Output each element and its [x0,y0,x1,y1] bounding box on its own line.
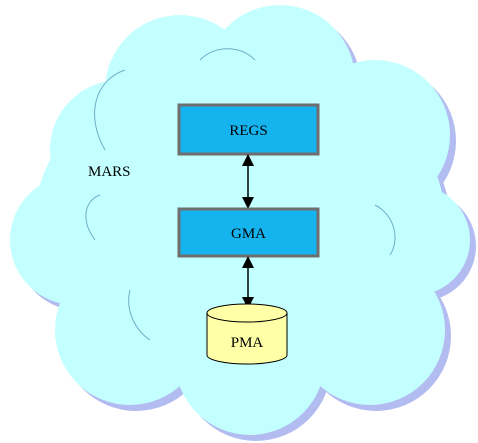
gma-label: GMA [231,226,266,242]
pma-database-icon: PMA [206,303,288,365]
cloud-contours [85,48,396,341]
regs-node: REGS [177,103,320,156]
gma-node: GMA [177,207,320,258]
cloud-label: MARS [88,164,131,180]
pma-label: PMA [231,335,264,351]
regs-label: REGS [229,123,267,139]
